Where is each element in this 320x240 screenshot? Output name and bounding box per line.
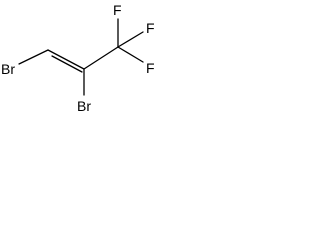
atom-label-br1: Br	[1, 61, 15, 77]
atom-label-br2: Br	[77, 98, 91, 114]
bond-c3-f2	[117, 31, 144, 48]
bond-c1-c2-inner	[51, 55, 83, 73]
bond-c2-c3	[83, 46, 119, 70]
bond-c1-c2-outer	[47, 49, 85, 70]
bond-br1-c1	[18, 49, 49, 65]
chemical-structure: Br Br F F F	[1, 2, 155, 114]
atom-label-f2: F	[146, 20, 155, 36]
bond-c3-f3	[117, 46, 144, 63]
atom-label-f1: F	[113, 2, 122, 18]
atom-label-f3: F	[146, 60, 155, 76]
